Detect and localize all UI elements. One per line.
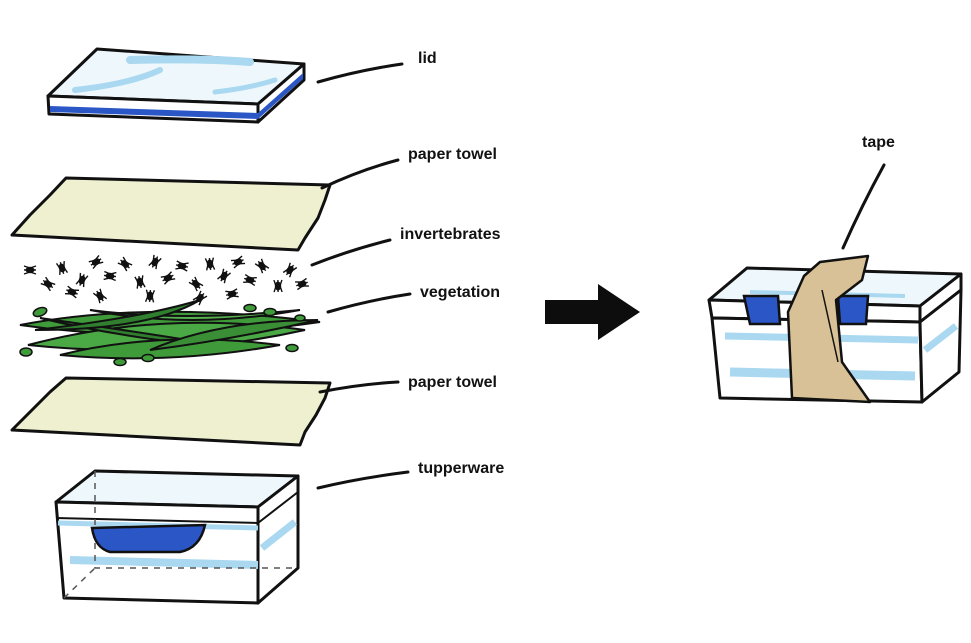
invertebrate-icon <box>205 258 214 271</box>
invertebrate-icon <box>104 271 117 280</box>
label-tupperware: tupperware <box>418 460 504 478</box>
tupperware-illustration <box>56 471 298 603</box>
leader-line-invertebrates <box>312 240 390 265</box>
invertebrate-icon <box>295 278 309 289</box>
label-tape: tape <box>862 134 895 152</box>
leader-line-tupperware <box>318 472 408 488</box>
lid-illustration <box>48 49 304 122</box>
label-lid: lid <box>418 50 437 68</box>
invertebrate-icon <box>41 277 55 291</box>
label-invertebrates: invertebrates <box>400 226 501 244</box>
invertebrate-icon <box>189 277 203 291</box>
leader-line-lid <box>318 64 402 82</box>
leader-line-paper-towel-top <box>322 160 398 188</box>
invertebrate-icon <box>225 289 238 299</box>
leader-line-paper-towel-bottom <box>320 382 398 392</box>
vegetation-illustration <box>20 300 320 366</box>
leader-line-vegetation <box>328 294 410 312</box>
invertebrate-icon <box>274 280 282 292</box>
label-paper-towel-top: paper towel <box>408 146 497 164</box>
invertebrate-icon <box>24 266 36 274</box>
arrow-right-icon <box>545 284 640 340</box>
invertebrate-icon <box>255 259 269 273</box>
label-paper-towel-bottom: paper towel <box>408 374 497 392</box>
paper-towel-top-illustration <box>12 178 330 250</box>
invertebrate-icon <box>149 255 161 269</box>
invertebrate-icon <box>161 272 175 285</box>
invertebrate-icon <box>135 275 145 288</box>
invertebrate-icon <box>57 261 68 275</box>
invertebrate-icon <box>283 263 297 277</box>
invertebrates-illustration <box>24 255 309 305</box>
invertebrate-icon <box>89 255 103 268</box>
invertebrate-icon <box>76 273 88 287</box>
taped-container-illustration <box>709 256 961 402</box>
invertebrate-icon <box>93 289 106 303</box>
label-vegetation: vegetation <box>420 284 500 302</box>
leader-line-tape <box>843 165 884 248</box>
invertebrate-icon <box>243 275 257 286</box>
paper-towel-bottom-illustration <box>12 378 330 445</box>
invertebrate-icon <box>118 257 132 271</box>
invertebrate-icon <box>175 261 188 271</box>
invertebrate-icon <box>231 256 245 268</box>
invertebrate-icon <box>217 269 230 283</box>
invertebrate-icon <box>65 286 79 298</box>
invertebrate-icon <box>146 290 155 303</box>
